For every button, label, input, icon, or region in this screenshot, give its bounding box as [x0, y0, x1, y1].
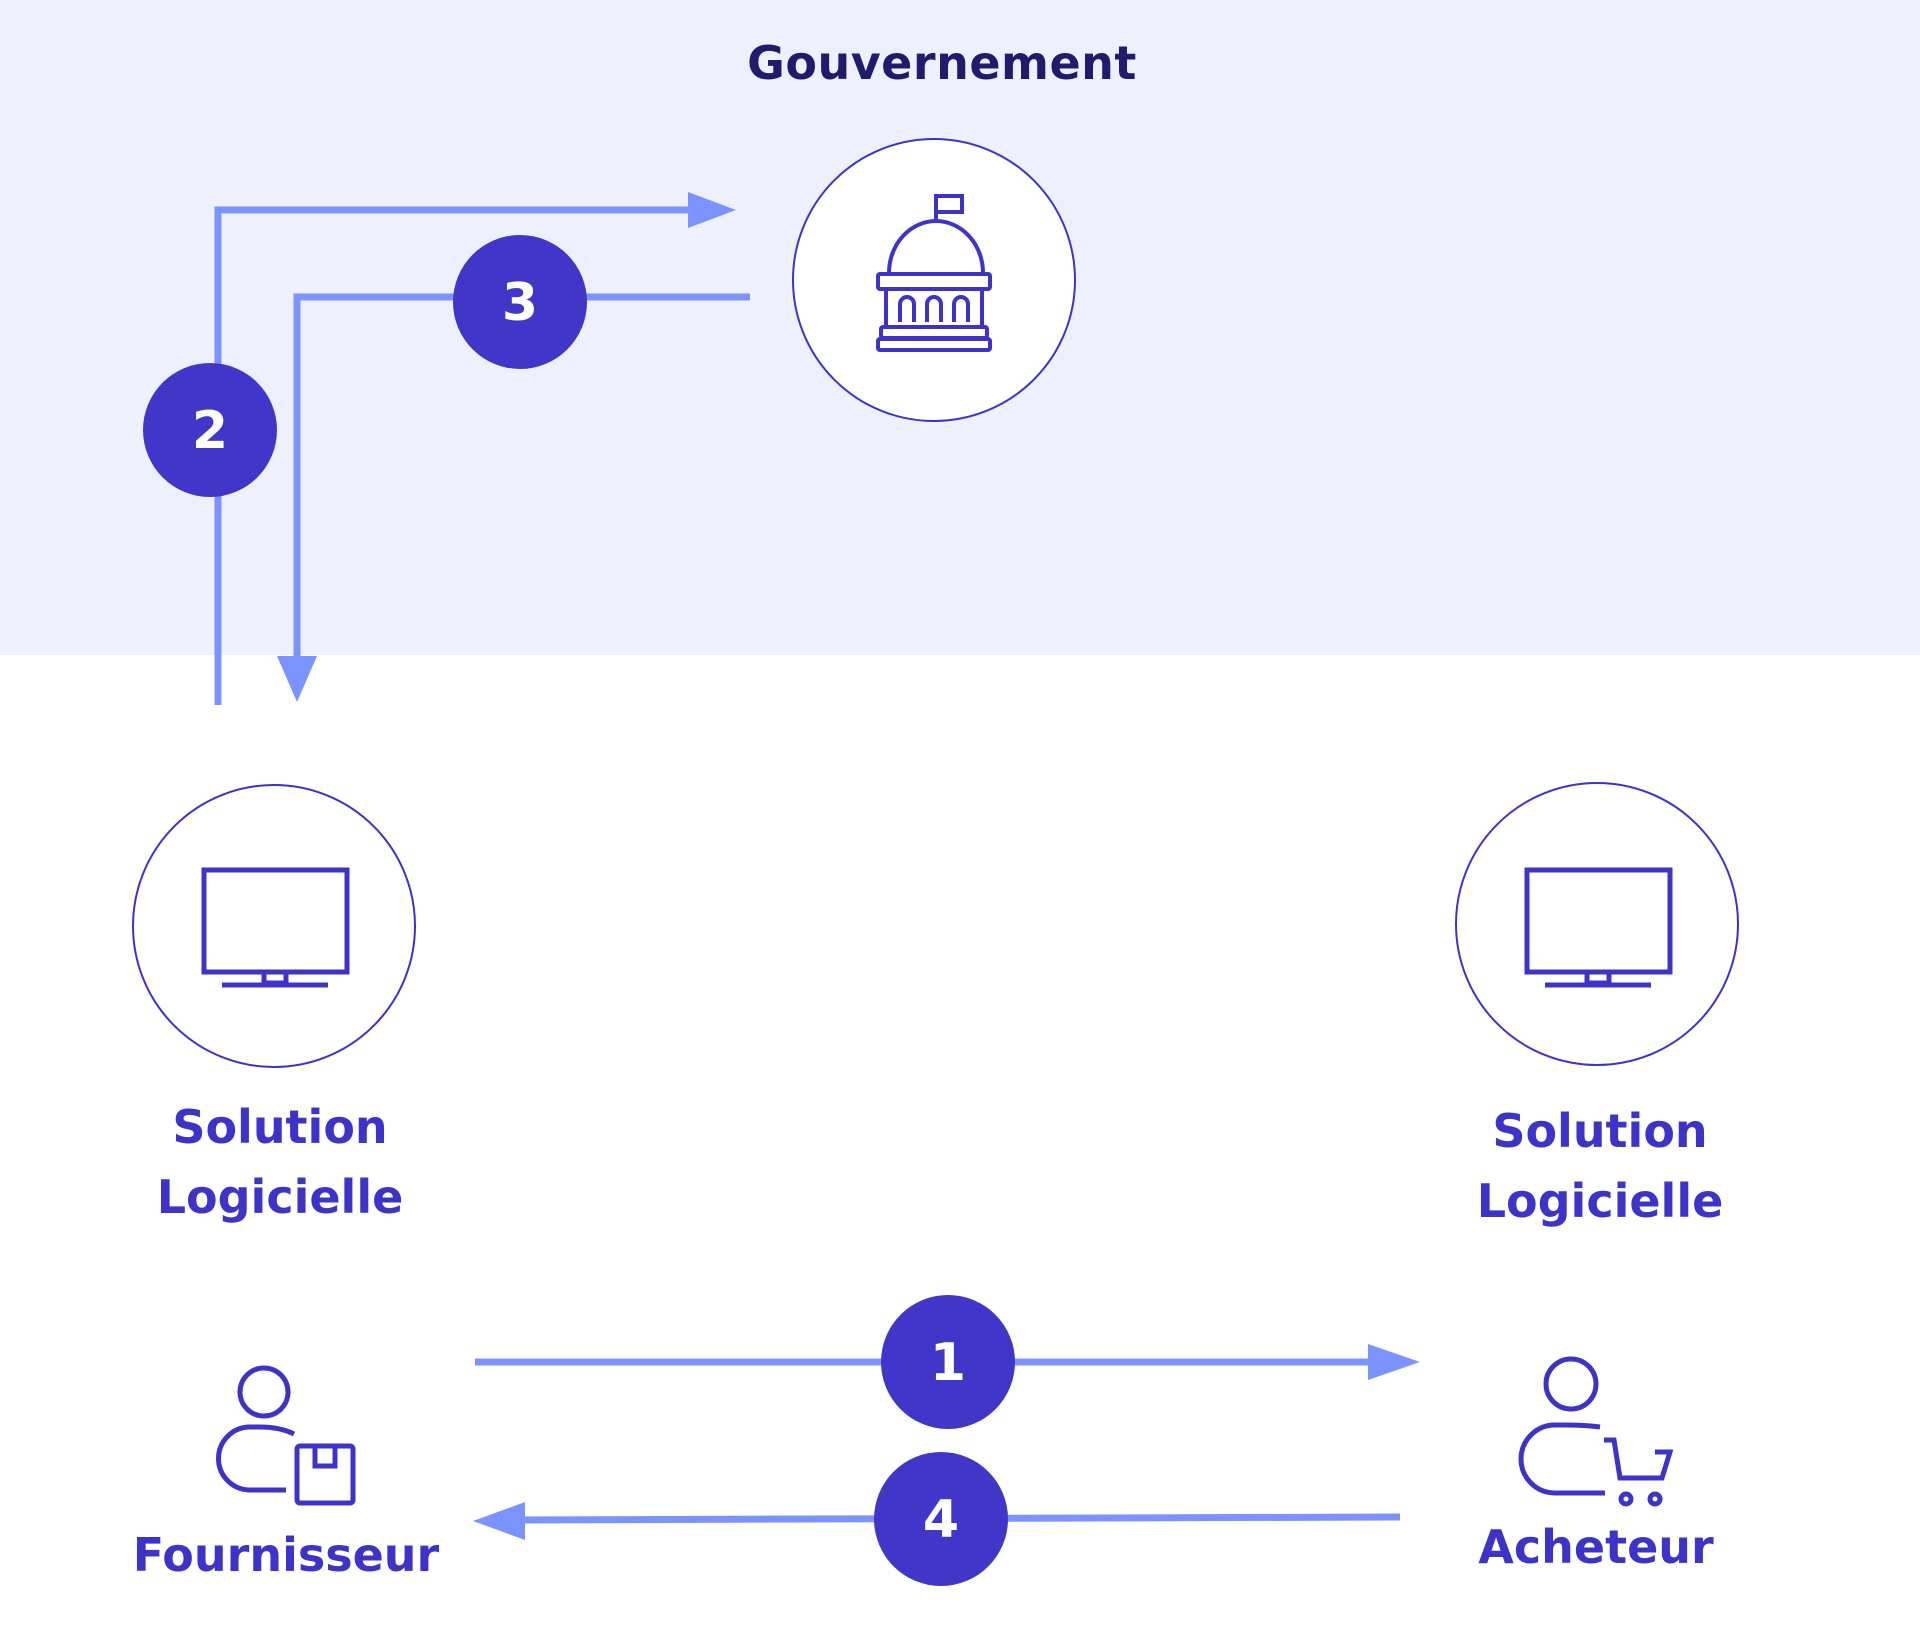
- buyer-software-node-circle: [1455, 782, 1739, 1066]
- government-title: Gouvernement: [747, 36, 1137, 90]
- step-badge-3-number: 3: [502, 273, 538, 333]
- connector-step-3: [277, 293, 750, 702]
- step-badge-3[interactable]: 3: [453, 235, 587, 369]
- buyer-software-label: Solution Logicielle: [1400, 1096, 1800, 1236]
- government-node-circle: [792, 138, 1076, 422]
- buyer-software-label-line1: Solution: [1492, 1104, 1708, 1158]
- connector-step-2: [214, 192, 736, 705]
- arrowhead-down-icon: [277, 656, 317, 702]
- buyer-software-label-line2: Logicielle: [1476, 1174, 1724, 1228]
- person-with-box-icon: [216, 1365, 356, 1506]
- arrowhead-left-icon: [473, 1502, 525, 1540]
- supplier-software-node[interactable]: [132, 784, 416, 1068]
- step-badge-3-circle: [453, 235, 587, 369]
- step-badge-1-circle: [881, 1295, 1015, 1429]
- buyer-label: Acheteur: [1478, 1520, 1714, 1574]
- step-badge-4-circle: [874, 1452, 1008, 1586]
- step-badge-4-number: 4: [923, 1490, 959, 1550]
- step-badge-1[interactable]: 1: [881, 1295, 1015, 1429]
- arrowhead-right-icon: [1368, 1344, 1420, 1380]
- step-badge-2-circle: [143, 363, 277, 497]
- person-with-cart-icon: [1518, 1356, 1674, 1507]
- connector-step-3-line: [293, 293, 750, 660]
- supplier-software-label-line2: Logicielle: [156, 1170, 404, 1224]
- step-badge-2-number: 2: [192, 401, 228, 461]
- government-building-icon: [876, 194, 992, 352]
- government-node[interactable]: [792, 138, 1076, 422]
- supplier-software-label: Solution Logicielle: [80, 1092, 480, 1232]
- step-badge-2[interactable]: 2: [143, 363, 277, 497]
- connector-step-2-line: [214, 206, 690, 705]
- step-badge-4[interactable]: 4: [874, 1452, 1008, 1586]
- supplier-label: Fournisseur: [132, 1528, 440, 1582]
- step-badge-1-number: 1: [930, 1333, 966, 1393]
- supplier-software-label-line1: Solution: [172, 1100, 388, 1154]
- arrowhead-right-icon: [688, 192, 736, 228]
- supplier-software-node-circle: [132, 784, 416, 1068]
- monitor-icon: [1524, 867, 1673, 988]
- buyer-software-node[interactable]: [1455, 782, 1739, 1066]
- monitor-icon: [201, 867, 350, 988]
